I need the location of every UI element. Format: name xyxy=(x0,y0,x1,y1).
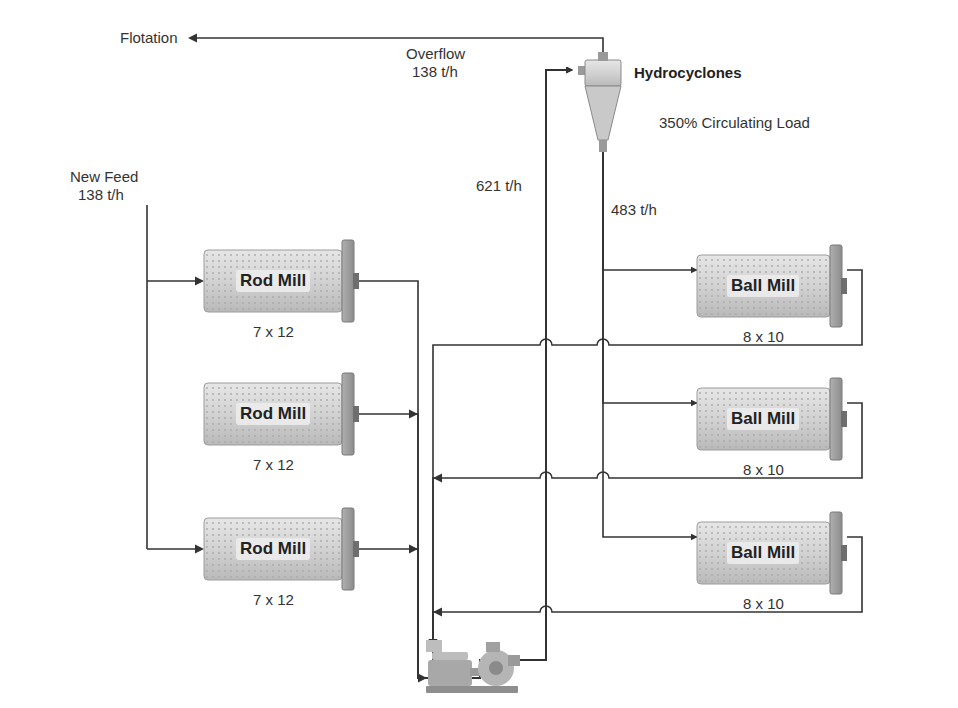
overflow-line xyxy=(196,38,603,52)
feed-label: New Feed xyxy=(68,168,140,185)
equipment-label: Rod Mill xyxy=(236,403,310,425)
rod-mill: Rod Mill7 x 12 xyxy=(204,373,359,455)
arrowhead xyxy=(409,410,418,419)
stream-label: Overflow xyxy=(404,45,467,62)
arrowhead xyxy=(433,474,442,483)
ball-mill: Ball Mill8 x 10 xyxy=(697,245,847,327)
arrowheads xyxy=(188,34,442,683)
destination-label: Flotation xyxy=(118,29,180,46)
equipment-label: Rod Mill xyxy=(236,270,310,292)
rod-mill: Rod Mill7 x 12 xyxy=(204,240,359,322)
flow-connector xyxy=(603,152,697,270)
equipment-label: Rod Mill xyxy=(236,538,310,560)
mill-drum xyxy=(204,508,359,590)
flow-connector xyxy=(603,152,697,537)
flow-rate: 138 t/h xyxy=(76,186,126,203)
mill-drum xyxy=(204,240,359,322)
mill-drum xyxy=(697,245,847,327)
ball-mill: Ball Mill8 x 10 xyxy=(697,512,847,594)
arrowhead xyxy=(433,608,442,617)
flow-connector xyxy=(433,70,862,678)
equipment-label: Ball Mill xyxy=(727,542,799,564)
circulating-load-note: 350% Circulating Load xyxy=(657,114,812,131)
feed-branch xyxy=(147,548,198,550)
dimension-label: 8 x 10 xyxy=(743,461,784,478)
arrowhead xyxy=(418,674,427,683)
dimension-label: 7 x 12 xyxy=(253,456,294,473)
arrowhead xyxy=(195,545,204,554)
arrowhead xyxy=(409,545,418,554)
flow-connector xyxy=(359,70,572,678)
slurry-pump xyxy=(426,640,520,693)
mill-drum xyxy=(204,373,359,455)
feed-line xyxy=(146,205,148,549)
arrowhead xyxy=(188,34,197,43)
dimension-label: 7 x 12 xyxy=(253,591,294,608)
mill-drum xyxy=(697,378,847,460)
equipment-label: Hydrocyclones xyxy=(634,64,742,81)
feed-lines xyxy=(147,38,603,549)
equipment-label: Ball Mill xyxy=(727,408,799,430)
flow-rate: 483 t/h xyxy=(609,201,659,218)
flow-connector xyxy=(359,70,572,678)
flow-connector xyxy=(359,70,572,678)
dimension-label: 8 x 10 xyxy=(743,595,784,612)
feed-branch xyxy=(147,280,198,282)
arrowhead xyxy=(195,277,204,286)
flow-connector xyxy=(433,70,862,678)
flow-rate: 621 t/h xyxy=(474,177,524,194)
rod-mill: Rod Mill7 x 12 xyxy=(204,508,359,590)
mill-drum xyxy=(697,512,847,594)
hydrocyclone-symbol xyxy=(578,52,621,152)
dimension-label: 8 x 10 xyxy=(743,328,784,345)
dimension-label: 7 x 12 xyxy=(253,323,294,340)
hydrocyclone: Hydrocyclones xyxy=(572,52,747,152)
flow-rate: 138 t/h xyxy=(410,63,460,80)
equipment-label: Ball Mill xyxy=(727,275,799,297)
flow-connector xyxy=(603,152,697,403)
flow-connector xyxy=(433,70,862,678)
ball-mill: Ball Mill8 x 10 xyxy=(697,378,847,460)
